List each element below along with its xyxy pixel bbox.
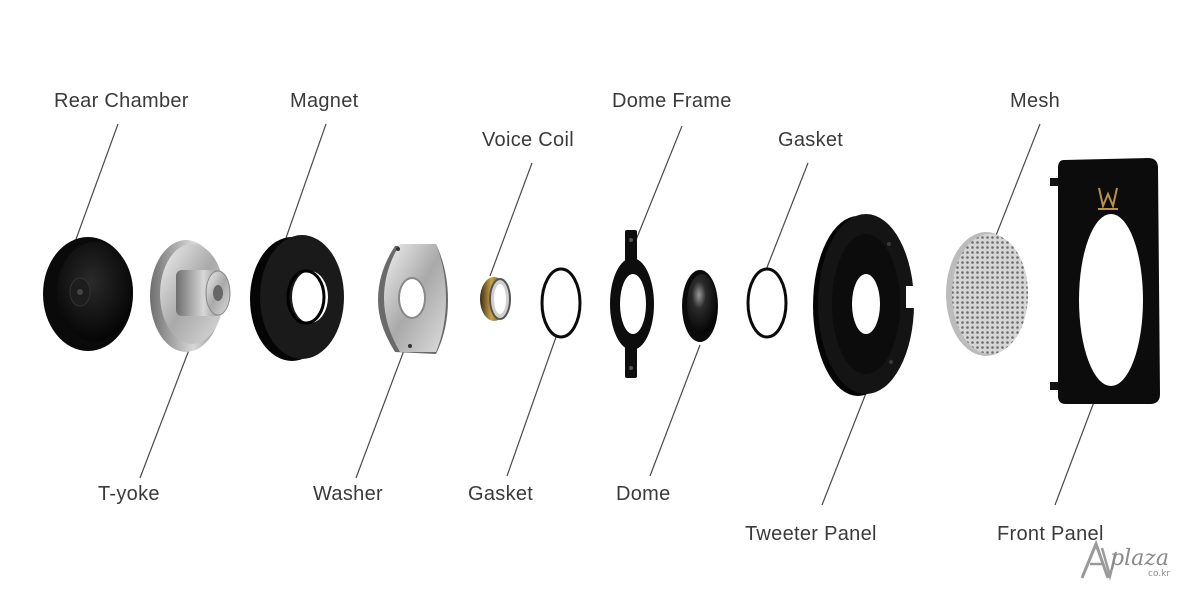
leader-lines [74,123,1098,506]
label-t-yoke: T-yoke [98,483,160,505]
leader-t-yoke [139,341,193,479]
leader-rear-chamber [74,123,119,243]
gasket-ring-2 [746,267,788,339]
label-tweeter-panel: Tweeter Panel [745,523,877,545]
leader-gasket-top [765,162,809,271]
label-mesh: Mesh [1010,90,1061,112]
watermark-subtext: co.kr [1148,569,1171,579]
leader-tweeter-panel [821,387,869,506]
magnet-part [250,235,344,361]
leader-magnet [285,123,327,239]
label-magnet: Magnet [290,90,359,112]
leader-gasket-bottom [506,336,557,477]
dome-part [682,270,718,342]
leader-dome-frame [635,125,683,241]
leader-front-panel [1054,393,1098,506]
dome-frame-part [610,230,654,378]
label-dome: Dome [616,483,671,505]
front-panel-part [1050,158,1160,404]
label-washer: Washer [313,483,383,505]
label-gasket-top: Gasket [778,129,844,151]
label-rear-chamber: Rear Chamber [54,90,189,112]
label-front-panel: Front Panel [997,523,1104,545]
watermark-text: plaza [1110,546,1169,571]
t-yoke-part [150,240,231,352]
leader-mesh [994,123,1041,239]
voice-coil-part [480,277,511,321]
leader-washer [355,344,407,479]
leader-dome [649,344,701,477]
rear-chamber-part [43,237,133,351]
mesh-part [946,232,1028,356]
label-dome-frame: Dome Frame [612,90,732,112]
watermark-av-icon [1080,539,1118,581]
leader-voice-coil [489,162,533,277]
tweeter-panel-part [813,214,916,396]
gasket-ring-1 [540,267,582,339]
label-voice-coil: Voice Coil [482,129,574,151]
label-gasket-bottom: Gasket [468,483,534,505]
washer-part [378,244,448,354]
brand-logo [1098,187,1118,210]
watermark-logo: plaza co.kr [1078,538,1188,588]
